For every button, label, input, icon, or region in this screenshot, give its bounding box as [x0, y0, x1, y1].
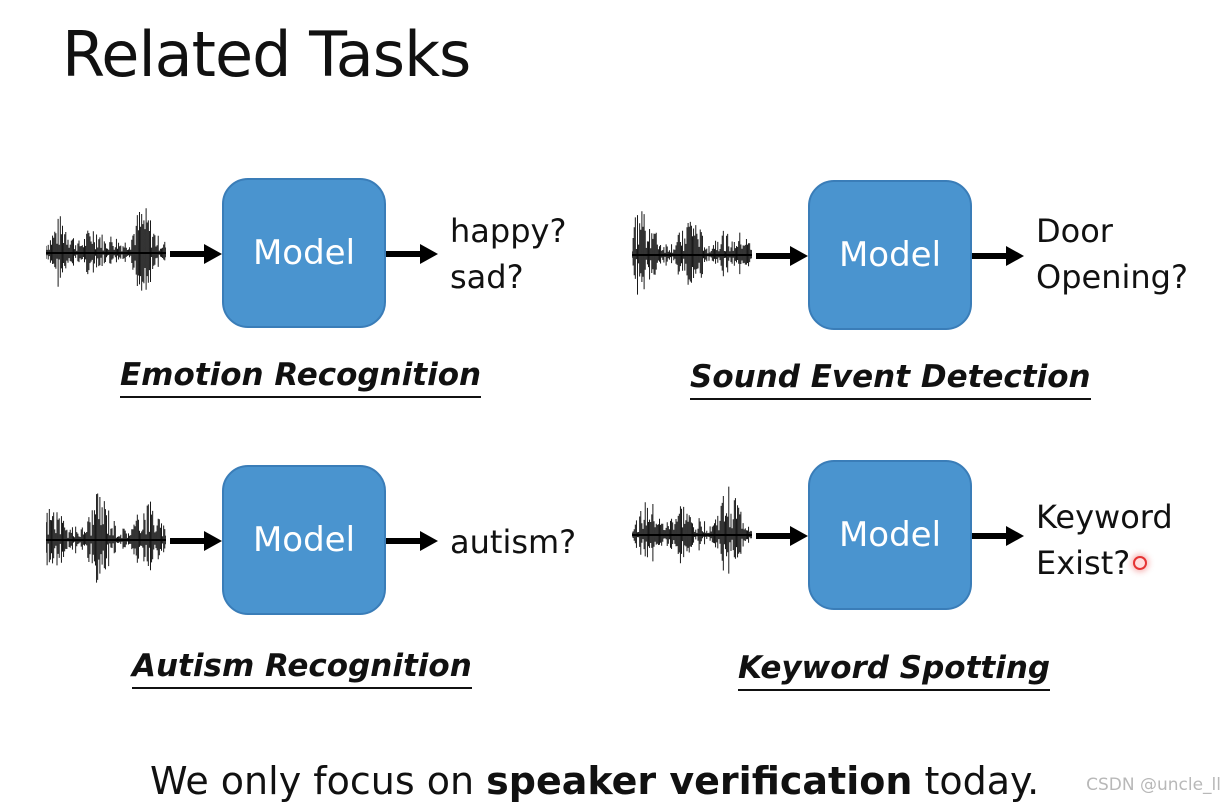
arrow-right-icon: [756, 526, 808, 546]
model-box: Model: [808, 460, 972, 610]
laser-pointer-icon: [1133, 556, 1147, 570]
watermark: CSDN @uncle_ll: [1086, 775, 1221, 795]
panel-autism-recognition: Model autism?: [46, 465, 646, 735]
footer-before: We only focus on: [150, 759, 487, 803]
output-text: autism?: [450, 519, 576, 565]
task-label-keyword-spotting: Keyword Spotting: [738, 649, 1051, 691]
output-text: happy? sad?: [450, 208, 566, 300]
output-line: Exist?: [1036, 544, 1131, 582]
waveform-trace: [46, 208, 166, 291]
waveform-icon: [46, 208, 166, 291]
output-line: Opening?: [1036, 258, 1188, 296]
output-text: Keyword Exist?: [1036, 494, 1173, 586]
output-line: autism?: [450, 523, 577, 561]
task-label-emotion-recognition: Emotion Recognition: [120, 356, 482, 398]
footer-after: today.: [912, 759, 1040, 803]
model-label: Model: [838, 235, 942, 275]
panel-emotion-recognition: Model happy? sad?: [46, 178, 646, 448]
footer-text: We only focus on speaker verification to…: [150, 756, 1039, 806]
arrow-right-icon: [386, 244, 438, 264]
model-label: Model: [252, 520, 356, 560]
arrow-right-icon: [756, 246, 808, 266]
arrow-right-icon: [170, 244, 222, 264]
footer-bold: speaker verification: [486, 759, 913, 803]
output-text: Door Opening?: [1036, 208, 1188, 300]
arrow-right-icon: [386, 531, 438, 551]
waveform-trace: [632, 211, 752, 295]
waveform-trace: [632, 486, 752, 574]
model-label: Model: [838, 515, 942, 555]
slide-title: Related Tasks: [62, 18, 471, 91]
arrow-right-icon: [170, 531, 222, 551]
waveform-trace: [46, 493, 166, 583]
arrow-right-icon: [972, 526, 1024, 546]
task-label-autism-recognition: Autism Recognition: [132, 647, 472, 689]
waveform-icon: [46, 493, 166, 583]
waveform-icon: [632, 486, 752, 574]
output-line: sad?: [450, 258, 524, 296]
arrow-right-icon: [972, 246, 1024, 266]
task-label-sound-event-detection: Sound Event Detection: [690, 358, 1091, 400]
waveform-icon: [632, 211, 752, 295]
output-line: Door: [1036, 212, 1113, 250]
output-line: Keyword: [1036, 498, 1173, 536]
model-label: Model: [252, 233, 356, 273]
output-line: happy?: [450, 212, 567, 250]
model-box: Model: [808, 180, 972, 330]
panel-keyword-spotting: Model Keyword Exist?: [632, 460, 1227, 730]
panel-sound-event-detection: Model Door Opening?: [632, 180, 1227, 450]
model-box: Model: [222, 465, 386, 615]
model-box: Model: [222, 178, 386, 328]
